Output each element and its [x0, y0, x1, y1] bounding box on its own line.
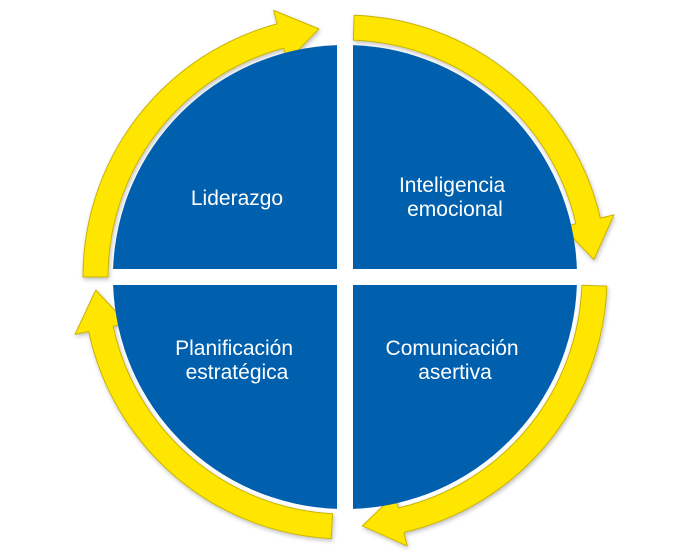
quadrant-top-left — [113, 45, 337, 269]
label-comunicacion-asertiva: Comunicación asertiva — [386, 337, 525, 384]
arrow-bottom-left-to-top-left — [74, 289, 334, 540]
label-inteligencia-emocional: Inteligencia emocional — [399, 174, 511, 221]
label-inteligencia-line-1: Inteligencia — [399, 174, 506, 197]
quadrant-bottom-left — [113, 285, 337, 509]
label-inteligencia-line-2: emocional — [407, 198, 503, 221]
label-planificacion-line-2: estratégica — [186, 361, 289, 384]
quadrant-top-right — [353, 45, 577, 269]
label-comunicacion-line-1: Comunicación — [386, 337, 519, 360]
label-planificacion-estrategica: Planificación estratégica — [175, 337, 299, 384]
arrow-top-left-to-top-right — [82, 9, 320, 278]
arrow-bottom-right-to-bottom-left — [361, 284, 608, 547]
arrow-top-right-to-bottom-right — [352, 14, 615, 261]
quadrants — [113, 45, 577, 509]
label-liderazgo-line-1: Liderazgo — [191, 187, 283, 210]
label-liderazgo: Liderazgo — [191, 187, 283, 210]
quadrant-bottom-right — [353, 285, 577, 509]
arrow-ring — [74, 9, 615, 547]
label-planificacion-line-1: Planificación — [175, 337, 293, 360]
label-comunicacion-line-2: asertiva — [418, 361, 492, 384]
